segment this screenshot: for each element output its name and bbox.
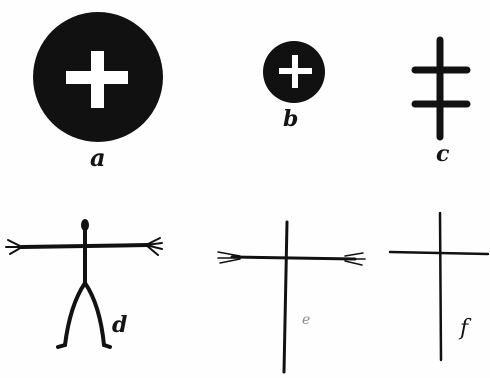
- circle-cross-small-icon: [263, 41, 325, 103]
- label-a: a: [90, 146, 106, 170]
- label-c: c: [436, 143, 449, 165]
- circle-cross-large-icon: [33, 12, 163, 142]
- label-e: e: [302, 313, 310, 327]
- label-d: d: [112, 314, 127, 336]
- human-stick-figure-icon: [6, 219, 162, 347]
- label-b: b: [283, 108, 298, 130]
- label-f: f: [460, 318, 468, 340]
- double-bar-cross-icon: [415, 40, 467, 137]
- latin-cross-plain-icon: [390, 213, 488, 360]
- latin-cross-feathered-icon: [218, 222, 365, 372]
